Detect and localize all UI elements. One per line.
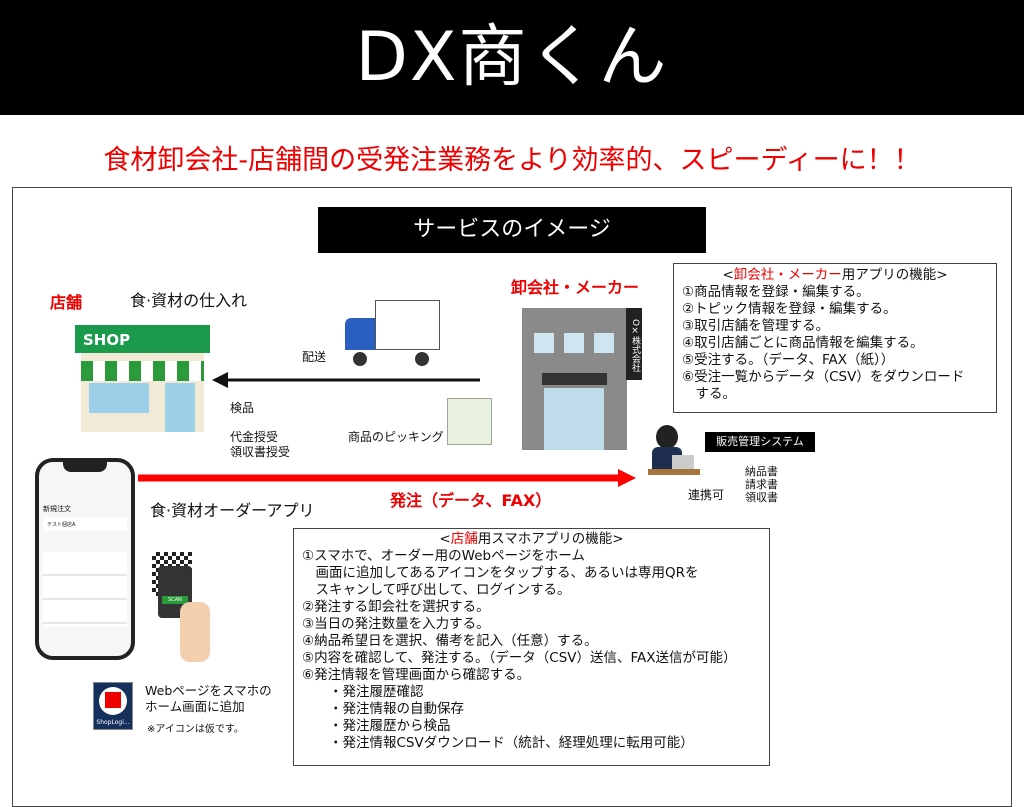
box-title-highlight: 店舗 <box>450 531 478 547</box>
feature-item: ③当日の発注数量を入力する。 <box>302 616 490 632</box>
feature-item: ⑥受注一覧からデータ（CSV）をダウンロード する。 <box>682 369 965 402</box>
shop-sign: SHOP <box>75 325 210 353</box>
feature-item: ②発注する卸会社を選択する。 <box>302 599 490 615</box>
feature-item: ⑤受注する。（データ、FAX（紙）） <box>682 352 895 368</box>
wholesaler-label: 卸会社・メーカー <box>511 278 640 297</box>
payment-label: 代金授受 <box>230 430 279 444</box>
phone-store: テスト個店A <box>43 517 127 531</box>
phone-mockup: 新規注文 テスト個店A <box>35 458 135 660</box>
service-title: サービスのイメージ <box>318 207 706 253</box>
feature-item: ①商品情報を登録・編集する。 <box>682 284 870 300</box>
feature-item: ①スマホで、オーダー用のWebページをホーム 画面に追加してあるアイコンをタップ… <box>302 548 699 598</box>
feature-item: ⑤内容を確認して、発注する。（データ（CSV）送信、FAX送信が可能） <box>302 650 737 666</box>
box-title: < <box>439 531 451 547</box>
feature-item: ⑥発注情報を管理画面から確認する。 <box>302 667 531 683</box>
feature-item: ・発注履歴から検品 <box>302 718 451 734</box>
inspection-label: 検品 <box>230 401 255 415</box>
subtitle: 食材卸会社‐店舗間の受発注業務をより効率的、スピーディーに！！ <box>103 145 921 176</box>
truck-illustration <box>345 300 440 366</box>
add-home-label: Webページをスマホの ホーム画面に追加 <box>145 683 272 714</box>
qr-scan-illustration: SCAN <box>150 552 230 664</box>
app-icon-label: ShopLogi... <box>96 719 130 726</box>
scan-label: SCAN <box>162 596 188 604</box>
picking-label: 商品のピッキング <box>348 430 444 444</box>
store-label: 店舗 <box>50 293 83 312</box>
receipt-label: 領収書授受 <box>230 445 291 459</box>
feature-item: ・発注履歴確認 <box>302 684 424 700</box>
icon-note: ※アイコンは仮です。 <box>147 724 244 735</box>
box-title-highlight: 卸会社・メーカー <box>733 267 842 283</box>
building-sign: O×株式会社 <box>626 308 642 380</box>
feature-item: ④取引店舗ごとに商品情報を編集する。 <box>682 335 924 351</box>
box-title: < <box>722 267 734 283</box>
box-title: 用アプリの機能> <box>841 267 948 283</box>
app-label: 食·資材オーダーアプリ <box>150 501 315 520</box>
order-label: 発注（データ、FAX） <box>390 491 552 510</box>
feature-item: ・発注情報CSVダウンロード（統計、経理処理に転用可能） <box>302 735 694 751</box>
feature-item: ・発注情報の自動保存 <box>302 701 464 717</box>
document-item: 領収書 <box>745 491 778 504</box>
feature-item: ③取引店舗を管理する。 <box>682 318 830 334</box>
shop-illustration: SHOP <box>75 325 210 432</box>
document-list: 納品書 請求書 領収書 <box>745 465 778 504</box>
picking-illustration <box>447 398 492 445</box>
purchase-label: 食·資材の仕入れ <box>130 291 248 310</box>
box-title: 用スマホアプリの機能> <box>477 531 624 547</box>
delivery-label: 配送 <box>302 350 327 364</box>
app-icon[interactable]: ShopLogi... <box>93 682 133 730</box>
app-title-banner: DX商くん <box>0 0 1024 115</box>
feature-item: ④納品希望日を選択、備考を記入（任意）する。 <box>302 633 598 649</box>
feature-item: ②トピック情報を登録・編集する。 <box>682 301 897 317</box>
document-item: 請求書 <box>745 478 778 491</box>
phone-title: 新規注文 <box>43 505 71 513</box>
store-features-box: <店舗用スマホアプリの機能> ①スマホで、オーダー用のWebページをホーム 画面… <box>293 528 770 766</box>
building-illustration: O×株式会社 <box>522 308 642 450</box>
document-item: 納品書 <box>745 465 778 478</box>
delivery-arrow <box>212 372 480 388</box>
operator-illustration <box>648 425 700 480</box>
sales-system-label: 販売管理システム <box>705 432 815 452</box>
order-arrow <box>138 469 636 487</box>
wholesaler-features-box: <卸会社・メーカー用アプリの機能> ①商品情報を登録・編集する。 ②トピック情報… <box>673 263 997 413</box>
link-label: 連携可 <box>688 488 725 502</box>
